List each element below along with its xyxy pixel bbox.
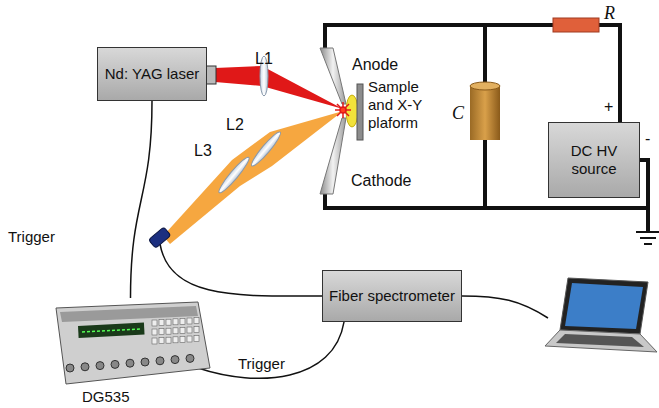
capacitor-symbol xyxy=(470,82,500,140)
node-text: DC HV source xyxy=(555,142,633,178)
delay-generator-illustration xyxy=(96,362,104,370)
delay-generator-illustration xyxy=(152,338,157,344)
xy-platform xyxy=(357,84,363,140)
ground-symbol xyxy=(644,243,652,245)
resistor-symbol xyxy=(553,18,599,32)
laptop xyxy=(560,278,648,334)
delay-generator-illustration xyxy=(159,320,164,326)
part-label: Sample and X-Y plaform xyxy=(368,78,430,132)
delay-generator-illustration xyxy=(159,338,164,344)
plasma-spark xyxy=(337,104,349,116)
delay-generator-illustration xyxy=(66,364,74,372)
delay-generator-illustration xyxy=(56,302,210,384)
fiber-probe xyxy=(148,227,170,248)
delay-generator-illustration xyxy=(82,329,140,332)
delay-generator-illustration xyxy=(180,318,185,324)
delay-generator-illustration xyxy=(194,327,199,333)
delay-generator-illustration xyxy=(173,337,178,343)
capacitor-symbol xyxy=(470,82,500,90)
laptop xyxy=(556,334,644,347)
plasma-spark xyxy=(335,102,351,118)
delay-generator-illustration xyxy=(152,329,157,335)
delay-generator-illustration xyxy=(173,319,178,325)
delay-generator-illustration xyxy=(166,328,171,334)
laser-box: Nd: YAG laser xyxy=(97,47,207,101)
node-text: Fiber spectrometer xyxy=(329,287,455,305)
delay-generator-illustration xyxy=(156,357,164,365)
sample xyxy=(346,95,358,127)
part-label: C xyxy=(452,104,464,122)
edge-label: Trigger xyxy=(236,355,287,372)
part-label: Anode xyxy=(352,56,398,74)
delay-generator-illustration xyxy=(180,327,185,333)
trigger-cable xyxy=(131,101,153,298)
circuit-wire xyxy=(325,25,648,232)
delay-generator-illustration xyxy=(48,298,213,386)
delay-generator-illustration xyxy=(194,336,199,342)
power-source-box: DC HV source xyxy=(548,122,640,198)
delay-generator-illustration xyxy=(166,337,171,343)
delay-generator-illustration xyxy=(166,319,171,325)
circuit-wire xyxy=(640,160,648,232)
spectrometer-box: Fiber spectrometer xyxy=(322,270,462,322)
delay-generator-illustration xyxy=(141,358,149,366)
delay-generator-illustration xyxy=(78,323,145,338)
delay-generator-illustration xyxy=(81,363,89,371)
lens xyxy=(249,130,283,169)
node-text: DG535 xyxy=(82,388,130,406)
delay-generator-illustration xyxy=(187,318,192,324)
plasma-spark xyxy=(337,104,349,116)
part-label: L3 xyxy=(194,142,212,160)
plasma-emission xyxy=(163,111,343,244)
ground-symbol xyxy=(640,237,656,239)
delay-generator: DG535 xyxy=(48,298,213,406)
delay-generator-illustration xyxy=(187,327,192,333)
part-label: - xyxy=(645,130,650,148)
laser-aperture xyxy=(206,66,216,84)
part-label: L2 xyxy=(226,116,244,134)
capacitor-symbol xyxy=(470,86,500,140)
delay-generator-illustration xyxy=(187,336,192,342)
delay-generator-illustration xyxy=(152,320,157,326)
laptop xyxy=(545,278,657,352)
lens xyxy=(216,155,252,195)
part-label: R xyxy=(604,4,615,22)
edge-label: Trigger xyxy=(6,228,57,245)
anode-electrode xyxy=(320,48,346,104)
delay-generator-illustration xyxy=(186,354,194,362)
delay-generator-illustration xyxy=(194,318,199,324)
laptop xyxy=(545,330,657,352)
delay-generator-illustration xyxy=(173,328,178,334)
laser-beam xyxy=(215,66,343,109)
cathode-electrode xyxy=(320,118,346,194)
delay-generator-illustration xyxy=(159,329,164,335)
part-label: Cathode xyxy=(351,172,412,190)
delay-generator-illustration xyxy=(126,359,134,367)
laptop xyxy=(565,283,643,329)
usb-cable xyxy=(462,296,548,318)
ground-symbol xyxy=(636,231,659,233)
plasma-spark xyxy=(340,107,346,113)
optical-fiber xyxy=(160,244,322,296)
delay-generator-illustration xyxy=(171,356,179,364)
delay-generator-illustration xyxy=(180,336,185,342)
node-text: Nd: YAG laser xyxy=(105,65,199,83)
trigger-cable xyxy=(198,322,344,378)
part-label: + xyxy=(604,98,613,116)
ground-symbol xyxy=(636,232,659,244)
delay-generator-illustration xyxy=(111,360,119,368)
part-label: L1 xyxy=(255,50,273,68)
